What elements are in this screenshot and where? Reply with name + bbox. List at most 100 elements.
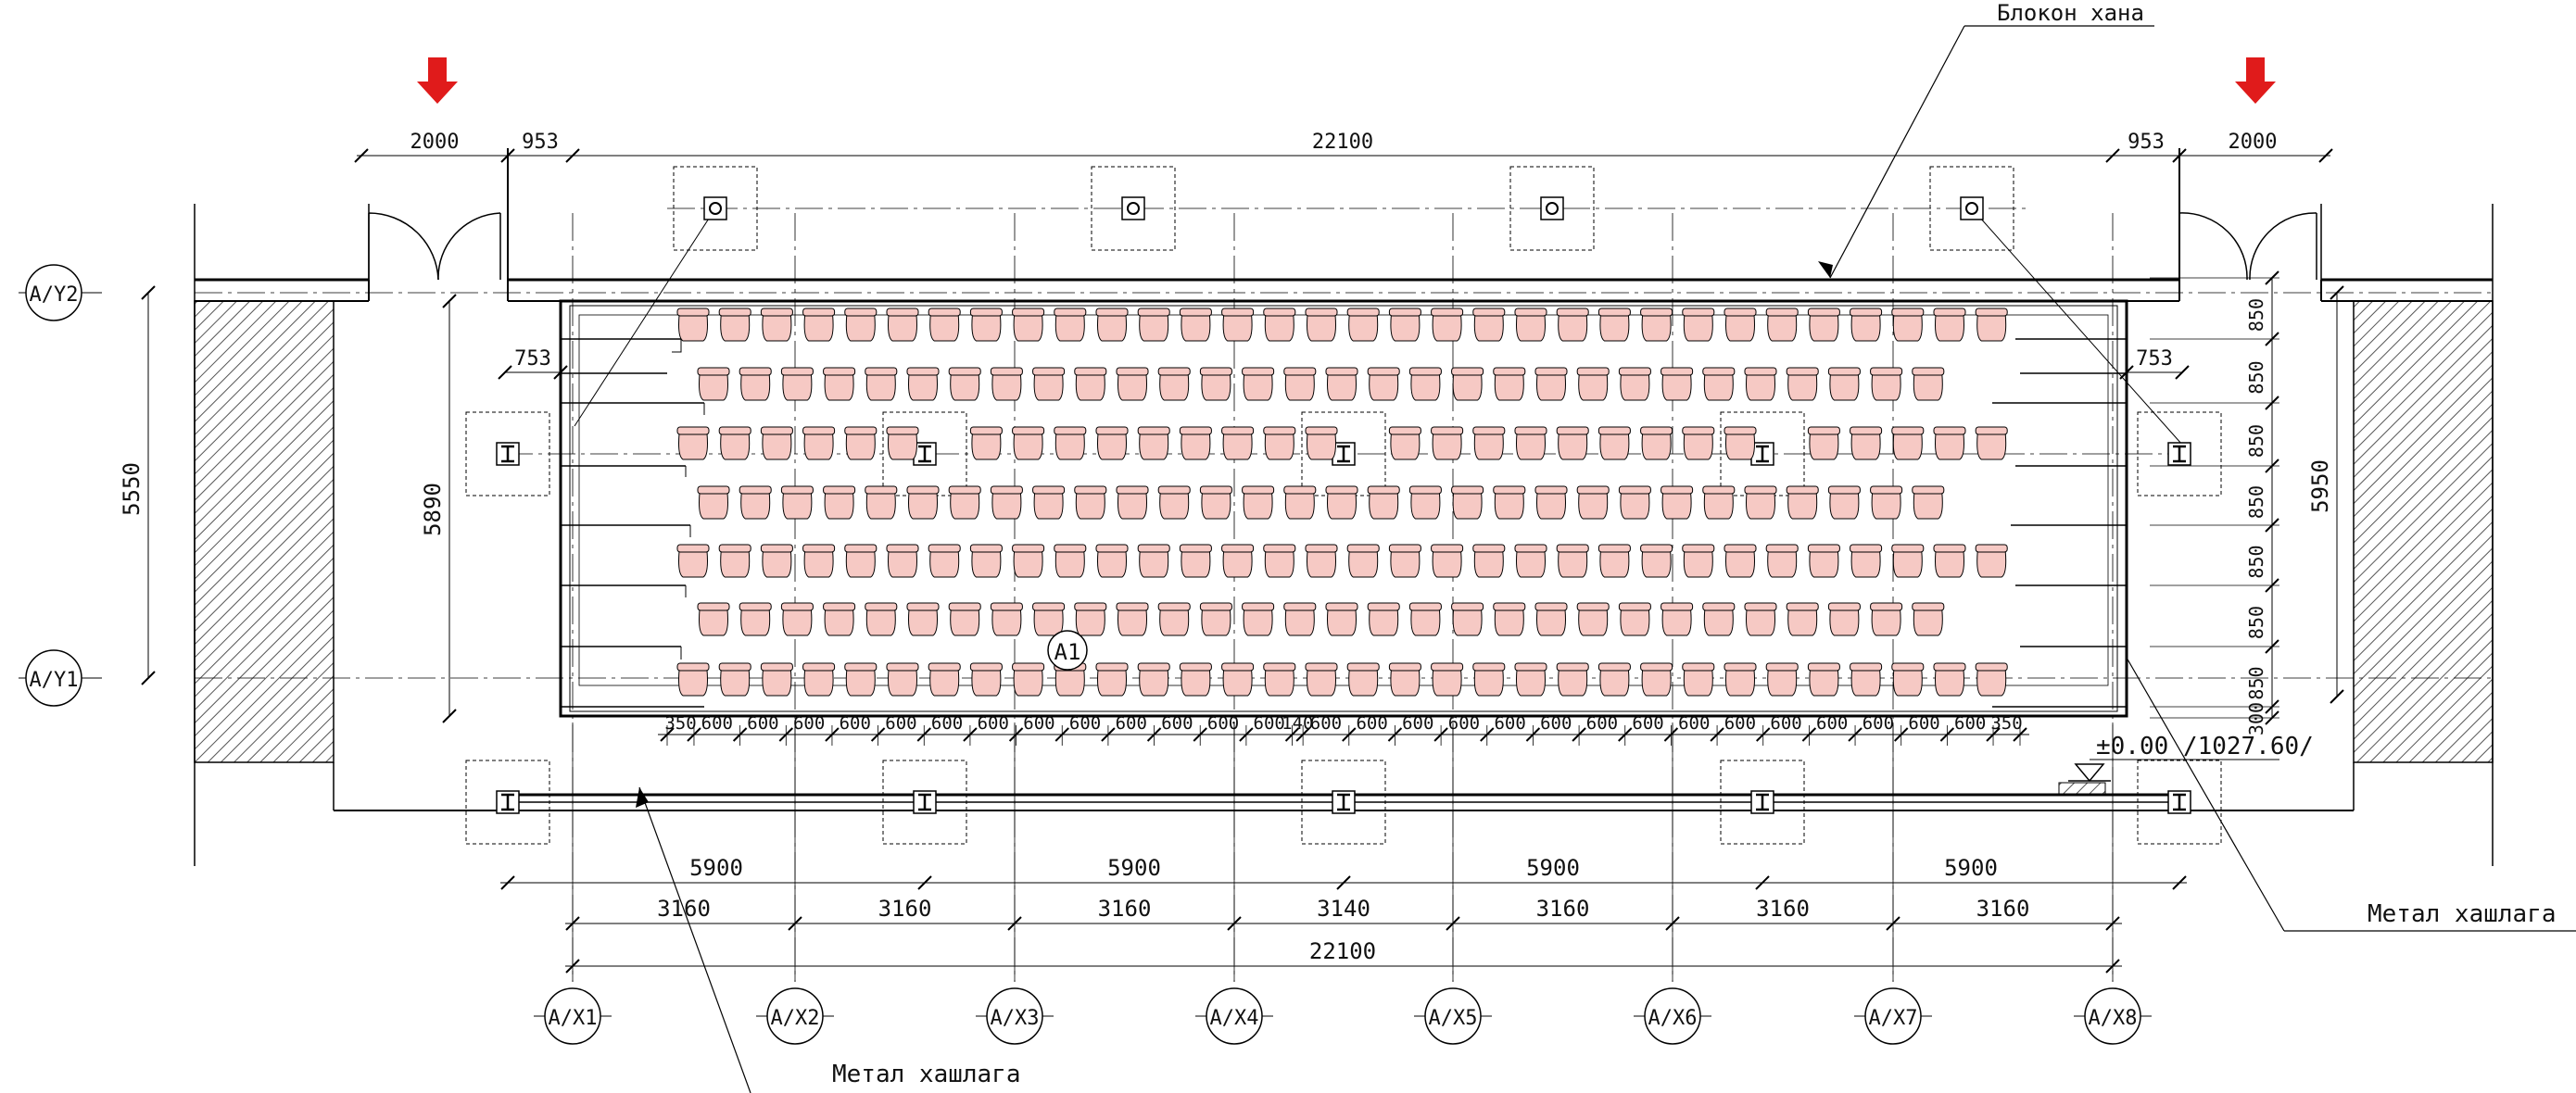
seat bbox=[1451, 367, 1484, 401]
seat bbox=[1933, 308, 1966, 342]
axis-marker-x: A/X7 bbox=[1854, 987, 1932, 1045]
axis-label: A/X5 bbox=[1429, 1007, 1478, 1030]
seat bbox=[1179, 426, 1212, 460]
structural-column bbox=[673, 166, 758, 251]
structural-column bbox=[1301, 760, 1386, 845]
seat bbox=[1933, 662, 1966, 697]
seat bbox=[780, 602, 814, 636]
axis-marker-x: A/X2 bbox=[756, 987, 834, 1045]
seat bbox=[1640, 544, 1673, 578]
dimension-axis-span: 3160 bbox=[878, 896, 932, 922]
dimension-right-total: 5950 bbox=[2307, 459, 2333, 513]
dimension-axis-span: 3160 bbox=[1976, 896, 2030, 922]
seat bbox=[1305, 308, 1338, 342]
seat bbox=[697, 367, 730, 401]
seat bbox=[928, 544, 961, 578]
axis-label: A/X7 bbox=[1869, 1007, 1918, 1030]
seat bbox=[1807, 308, 1840, 342]
seat bbox=[1912, 602, 1945, 636]
seat bbox=[1032, 367, 1066, 401]
dimension-left-height: 5550 bbox=[119, 462, 145, 516]
dimension-seat-width: 600 bbox=[1586, 713, 1618, 734]
seat bbox=[1744, 485, 1777, 520]
dimension-seat-width: 600 bbox=[747, 713, 778, 734]
seat bbox=[1388, 662, 1421, 697]
seat bbox=[1597, 544, 1631, 578]
seat bbox=[697, 602, 730, 636]
axis-label: A/Y1 bbox=[30, 669, 79, 692]
dimension-seat-width: 600 bbox=[1069, 713, 1101, 734]
seat bbox=[1012, 544, 1045, 578]
seat bbox=[1325, 367, 1358, 401]
seat bbox=[1765, 662, 1799, 697]
dimension-column-span: 5900 bbox=[1944, 855, 1998, 881]
seat bbox=[1388, 308, 1421, 342]
seat bbox=[1933, 426, 1966, 460]
seat bbox=[1576, 367, 1610, 401]
seat bbox=[780, 485, 814, 520]
seat bbox=[1054, 426, 1087, 460]
seat bbox=[1597, 426, 1631, 460]
seat bbox=[1179, 544, 1212, 578]
dimension-seat-width: 350 bbox=[664, 713, 696, 734]
seat bbox=[1032, 485, 1066, 520]
seat bbox=[1702, 485, 1736, 520]
axis-marker-x: A/X5 bbox=[1414, 987, 1492, 1045]
seat bbox=[1493, 367, 1526, 401]
seat bbox=[1870, 367, 1903, 401]
dimension-axis-span: 3160 bbox=[1536, 896, 1590, 922]
seat bbox=[718, 544, 751, 578]
seat bbox=[1640, 662, 1673, 697]
dimension-seat-width: 600 bbox=[1116, 713, 1147, 734]
elevation-label: ±0.00 /1027.60/ bbox=[2096, 733, 2314, 760]
dimension-seat-width: 600 bbox=[1402, 713, 1433, 734]
seat bbox=[1199, 367, 1232, 401]
structural-column bbox=[465, 760, 550, 845]
seat bbox=[1367, 602, 1400, 636]
seat bbox=[1012, 426, 1045, 460]
seat bbox=[739, 485, 772, 520]
seat bbox=[1346, 308, 1380, 342]
seat bbox=[1682, 544, 1715, 578]
dimension-seat-width: 600 bbox=[978, 713, 1009, 734]
axis-label: A/Y2 bbox=[30, 283, 79, 307]
seat bbox=[1325, 485, 1358, 520]
seat bbox=[1682, 426, 1715, 460]
annotations: Блокон хана Метал хашлага Метал хашлага … bbox=[832, 0, 2557, 1088]
seat bbox=[802, 544, 836, 578]
seat bbox=[1724, 544, 1757, 578]
structural-column bbox=[882, 760, 967, 845]
dimension-seat-width: 600 bbox=[1254, 713, 1285, 734]
seat bbox=[1870, 485, 1903, 520]
dimension-seat-width: 600 bbox=[701, 713, 733, 734]
seat bbox=[1408, 602, 1442, 636]
seat bbox=[886, 426, 919, 460]
seat bbox=[1263, 426, 1296, 460]
seat bbox=[1975, 308, 2008, 342]
structural-column bbox=[1929, 166, 2014, 251]
seat bbox=[1199, 602, 1232, 636]
dimension-seat-width: 600 bbox=[1207, 713, 1239, 734]
seat bbox=[1431, 544, 1464, 578]
dimension-seat-width: 350 bbox=[1990, 713, 2022, 734]
seat bbox=[1850, 662, 1883, 697]
right-hatched-wall bbox=[2353, 300, 2494, 763]
seat bbox=[1283, 485, 1317, 520]
seat bbox=[865, 485, 898, 520]
seat bbox=[1912, 485, 1945, 520]
seat bbox=[780, 367, 814, 401]
seat bbox=[1556, 426, 1589, 460]
seat bbox=[1702, 602, 1736, 636]
seat bbox=[1095, 544, 1129, 578]
structural-column bbox=[2137, 760, 2222, 845]
dimension-row-spacing: 850 bbox=[2245, 424, 2267, 458]
axis-label: A/X3 bbox=[991, 1007, 1040, 1030]
dimension-setback-right: 753 bbox=[2136, 347, 2173, 371]
seat bbox=[948, 602, 981, 636]
seat bbox=[760, 544, 793, 578]
seat bbox=[1032, 602, 1066, 636]
seat bbox=[1472, 662, 1506, 697]
seat bbox=[969, 426, 1003, 460]
seat bbox=[1724, 308, 1757, 342]
